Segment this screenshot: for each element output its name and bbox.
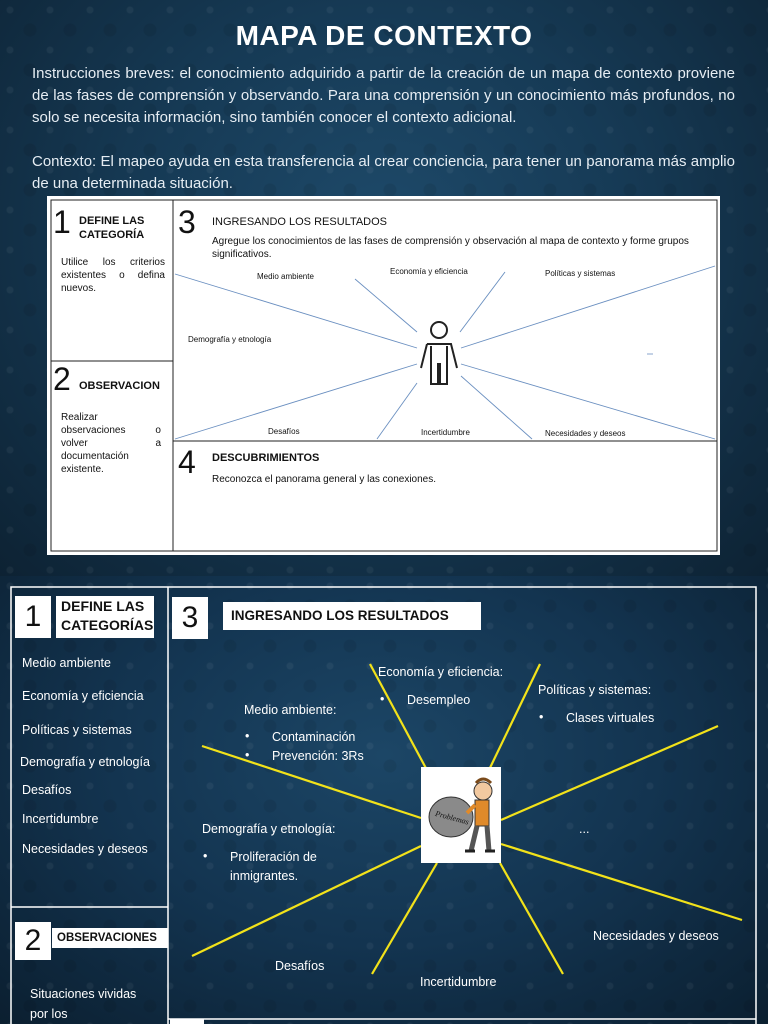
economia-label: Economía y eficiencia: (378, 665, 504, 679)
category-item: Desafíos (22, 783, 72, 797)
medio-label: Medio ambiente: (244, 703, 337, 717)
section-1-text: Utilice los criterios existentes o defin… (61, 257, 165, 294)
context-text: Contexto: El mapeo ayuda en esta transfe… (32, 153, 735, 192)
economia-item: Desempleo (407, 693, 471, 707)
necesidades-label: Necesidades y deseos (593, 929, 719, 943)
label-politicas: Políticas y sistemas (545, 269, 616, 278)
slide-1: MAPA DE CONTEXTO Instrucciones breves: e… (0, 0, 768, 576)
label-economia: Economía y eficiencia (390, 267, 468, 276)
section-4-number: 4 (178, 444, 196, 480)
label-necesidades: Necesidades y deseos (545, 429, 626, 438)
template-lines (50, 199, 718, 552)
section-3-number: 3 (178, 204, 196, 240)
section-2-title: OBSERVACION (79, 380, 160, 392)
category-item: Medio ambiente (22, 656, 111, 670)
bullet-icon: • (245, 748, 250, 762)
section-2-text: Realizar observaciones o volver a docume… (61, 412, 161, 475)
cartoon-illustration: Problemas (428, 777, 495, 853)
politicas-label: Políticas y sistemas: (538, 683, 652, 697)
context-map-template: 1 DEFINE LAS CATEGORÍA Utilice los crite… (47, 196, 720, 555)
ellipsis-text: ... (579, 822, 590, 836)
section-2-text-line1: Situaciones vividas (30, 987, 137, 1001)
category-item: Economía y eficiencia (22, 689, 144, 703)
section-4-text: Reconozca el panorama general y las cone… (212, 474, 437, 485)
medio-item-2: Prevención: 3Rs (272, 749, 364, 763)
medio-item-1: Contaminación (272, 730, 356, 744)
politicas-item: Clases virtuales (566, 711, 655, 725)
bullet-icon: • (539, 710, 544, 724)
category-item: Políticas y sistemas (22, 723, 132, 737)
section-3-number: 3 (172, 597, 208, 639)
page-title: MAPA DE CONTEXTO (235, 20, 533, 51)
section-3-title: INGRESANDO LOS RESULTADOS (212, 216, 388, 228)
section-3-text: Agregue los conocimientos de las fases d… (212, 236, 689, 260)
category-item: Necesidades y deseos (22, 842, 148, 856)
label-desafios: Desafíos (268, 427, 300, 436)
label-incertidumbre: Incertidumbre (421, 428, 470, 437)
section-1-number: 1 (53, 204, 71, 240)
label-medio-ambiente: Medio ambiente (257, 272, 314, 281)
section-2-text-line2: por los (30, 1007, 68, 1021)
incertidumbre-label: Incertidumbre (420, 975, 497, 989)
bullet-icon: • (245, 729, 250, 743)
section-4-title: DESCUBRIMIENTOS (212, 452, 320, 464)
person-icon (420, 321, 458, 385)
label-demografia: Demografía y etnología (188, 335, 272, 344)
slide-2-frame (10, 586, 757, 1024)
section-2-number: 2 (53, 361, 71, 397)
section-1-title-line2: CATEGORÍA (79, 229, 145, 241)
bullet-icon: • (203, 849, 208, 863)
demografia-item-line2: inmigrantes. (230, 869, 299, 883)
section-1-number: 1 (15, 596, 51, 638)
desafios-label: Desafíos (275, 959, 325, 973)
background-pattern (0, 576, 768, 1024)
demografia-item-line1: Proliferación de (230, 850, 317, 864)
category-item: Demografía y etnología (20, 755, 150, 769)
section-3-title: INGRESANDO LOS RESULTADOS (223, 602, 481, 630)
demografia-label: Demografía y etnología: (202, 822, 336, 836)
section-1-title-line1: DEFINE LAS (79, 215, 145, 227)
section-1-title: DEFINE LAS CATEGORÍAS (56, 596, 154, 638)
instructions-text: Instrucciones breves: el conocimiento ad… (32, 65, 735, 126)
category-item: Incertidumbre (22, 812, 99, 826)
slide-2: 1 DEFINE LAS CATEGORÍAS Medio ambiente E… (0, 576, 768, 1024)
man-carrying-problems-image: Problemas (421, 767, 501, 863)
bullet-icon: • (380, 692, 385, 706)
section-2-title: OBSERVACIONES (52, 928, 168, 948)
section-2-number: 2 (15, 922, 51, 960)
